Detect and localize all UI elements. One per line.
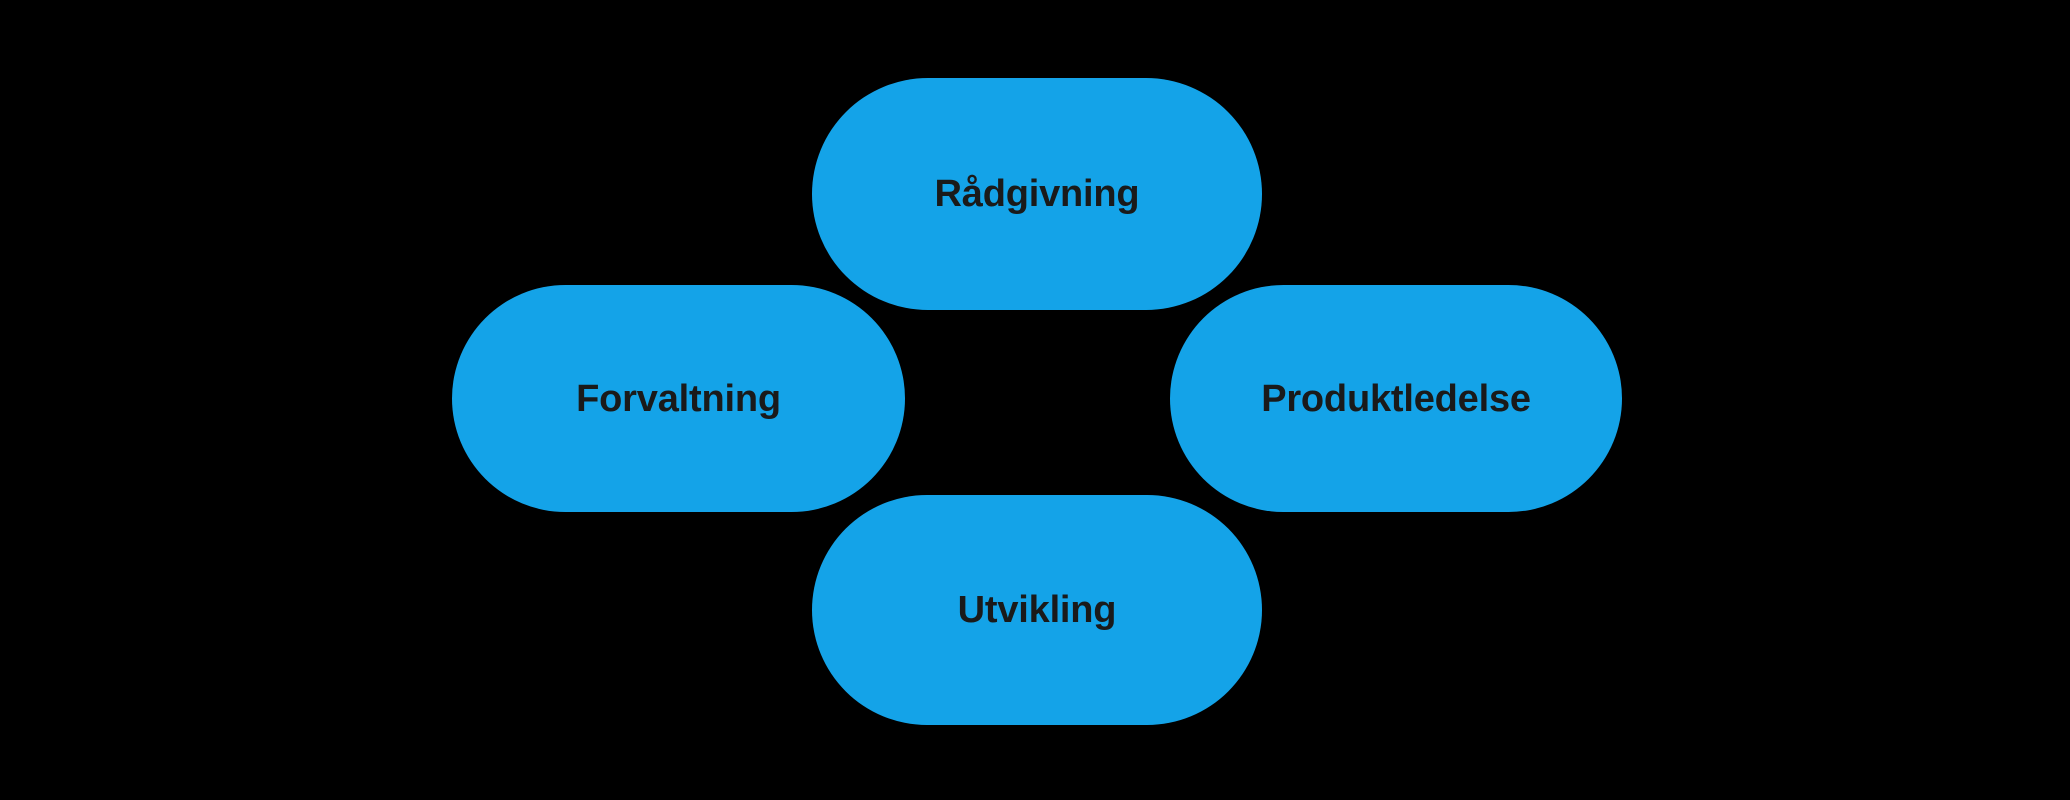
diagram-node-utvikling[interactable]: Utvikling [812,495,1262,725]
diagram-node-radgivning[interactable]: Rådgivning [812,78,1262,310]
diagram-node-label: Rådgivning [934,173,1140,215]
diagram-node-label: Produktledelse [1261,377,1531,420]
diagram-node-forvaltning[interactable]: Forvaltning [452,285,905,512]
diagram-node-label: Forvaltning [576,377,781,420]
diagram-node-produktledelse[interactable]: Produktledelse [1170,285,1622,512]
diagram-node-label: Utvikling [957,589,1117,631]
